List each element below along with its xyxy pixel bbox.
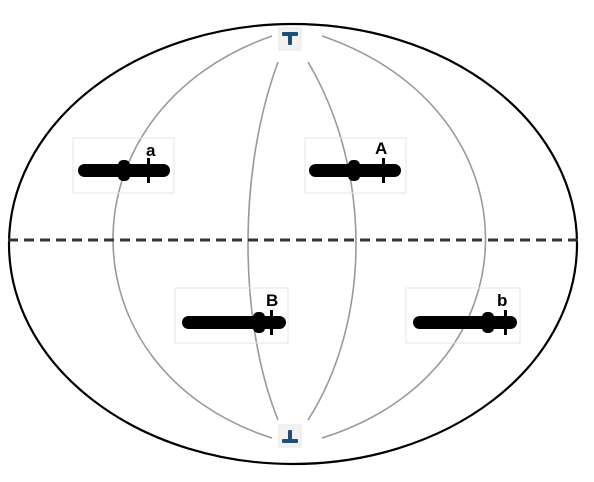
chromosome-A: A bbox=[304, 137, 407, 194]
spindle-fiber-inner-left bbox=[247, 61, 279, 421]
centrosome-top bbox=[278, 27, 302, 51]
chromosome-label-A: A bbox=[375, 139, 387, 158]
chromosome-label-b: b bbox=[497, 291, 507, 310]
chromosome-label-a: a bbox=[146, 141, 156, 160]
chromosome-a: a bbox=[72, 137, 175, 194]
chromosome-b: b bbox=[405, 287, 521, 344]
chromosome-label-B: B bbox=[266, 291, 278, 310]
spindle-fiber-outer-right bbox=[321, 35, 487, 439]
chromosome-B: B bbox=[174, 287, 289, 344]
spindle-fiber-inner-right bbox=[307, 61, 357, 421]
spindle-fibers bbox=[112, 35, 487, 439]
cell-membrane bbox=[7, 22, 579, 466]
centrosome-bottom bbox=[278, 424, 302, 448]
